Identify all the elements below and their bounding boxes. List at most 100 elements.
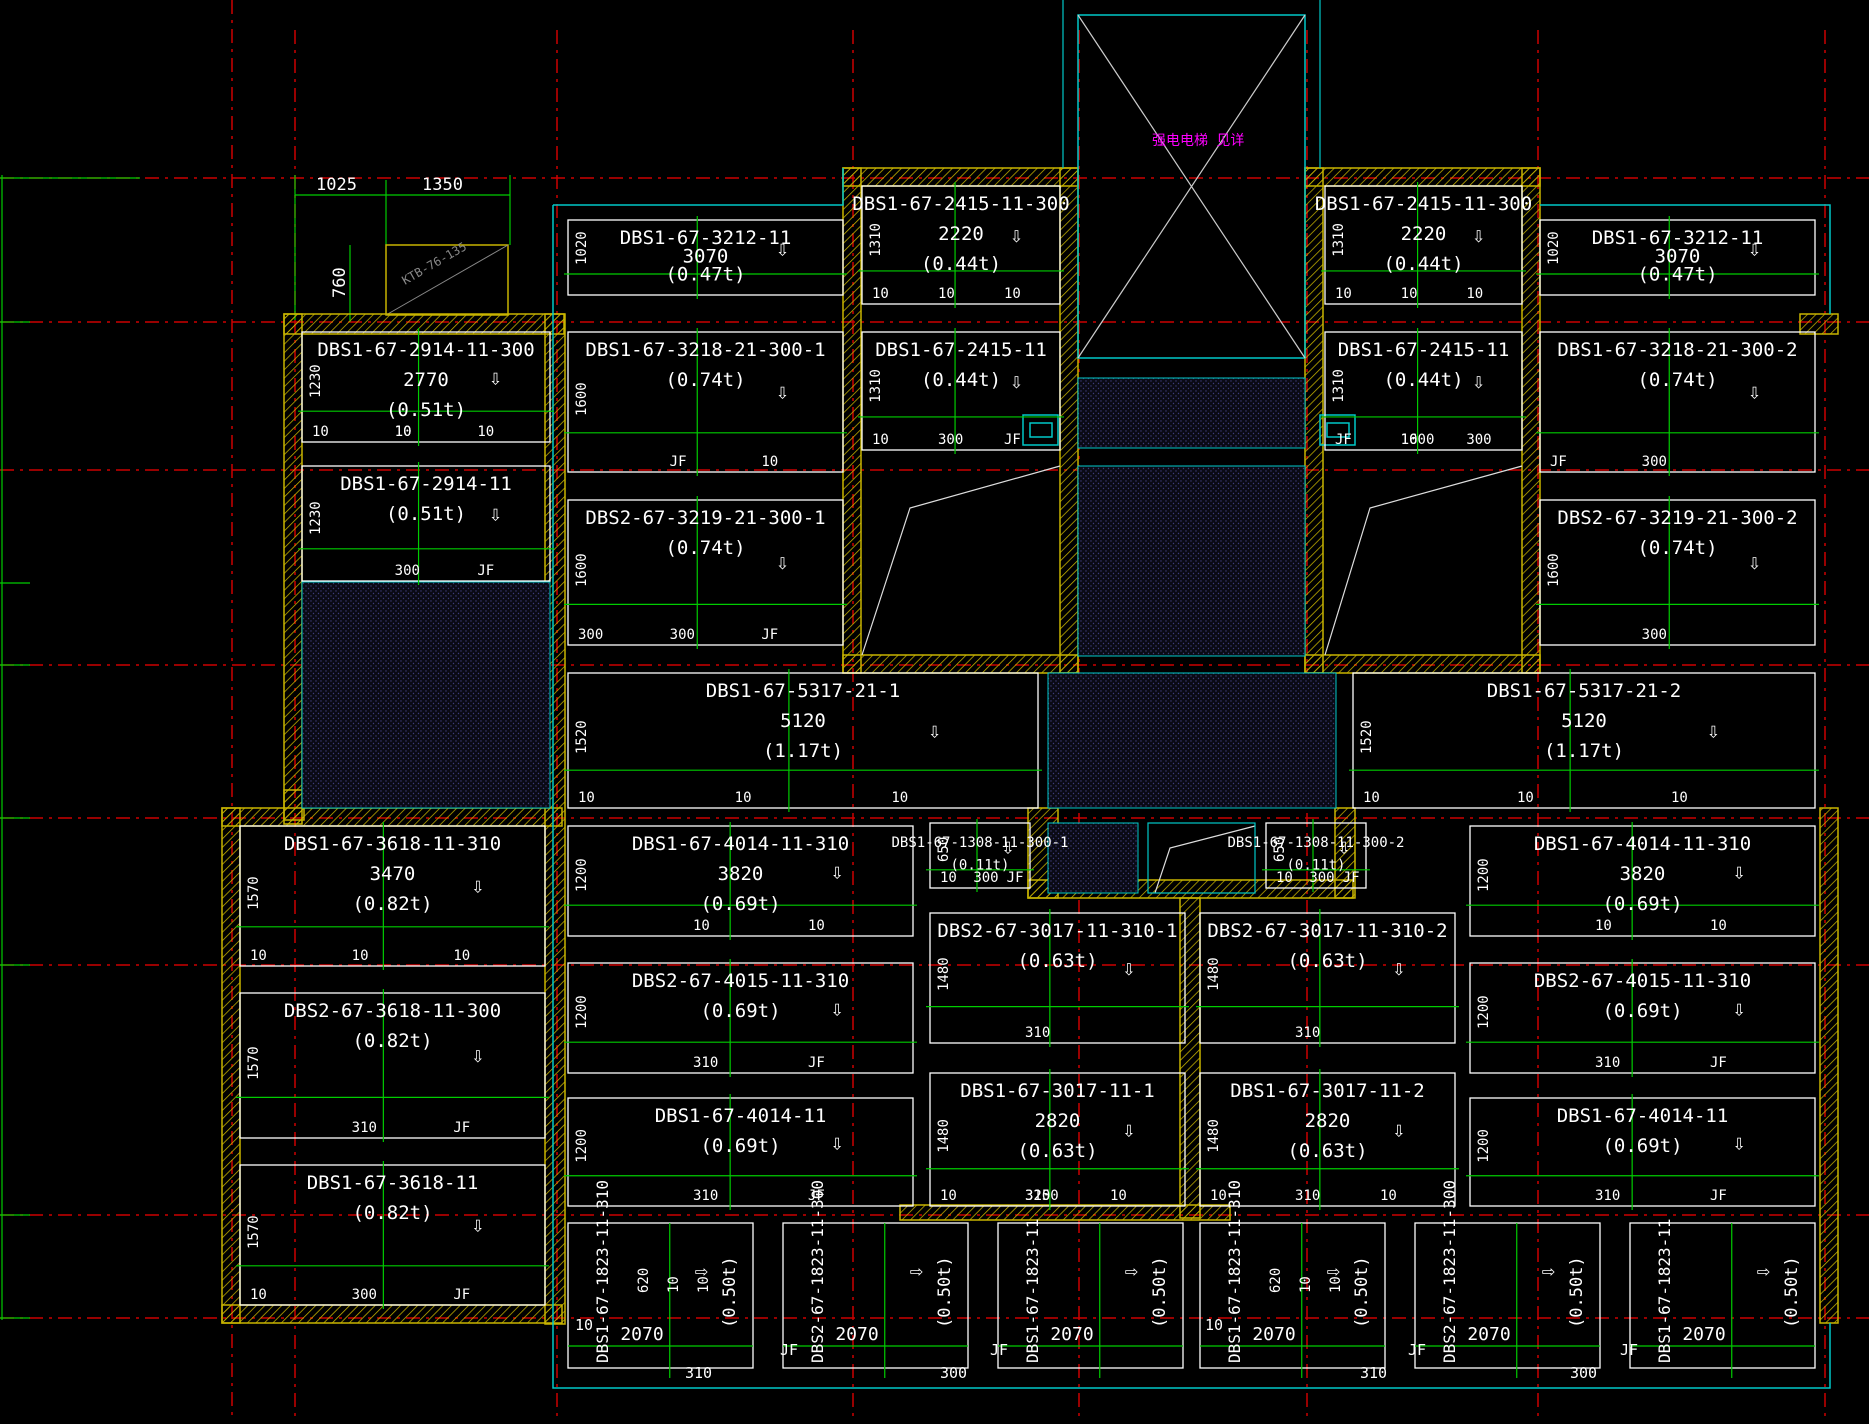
panel-code: DBS1-67-3212-11 <box>620 227 792 249</box>
load-direction-arrow-icon: ⇩ <box>776 237 789 262</box>
panel-dim-mark: 1310 <box>868 223 884 257</box>
panel-dim-mark: 1600 <box>574 382 590 416</box>
panel-dim-mark: JF <box>808 1188 825 1204</box>
panel-code: DBS1-67-1308-11-300-2 <box>1227 835 1404 851</box>
panel-weight: (0.63t) <box>1287 950 1367 972</box>
panel-dim-mark: 310 <box>1595 1055 1620 1071</box>
panel-dim-mark: 300 <box>1466 432 1491 448</box>
panel-weight: (0.51t) <box>386 399 466 421</box>
panel-dim-mark: JF <box>453 1287 470 1303</box>
panel-dim-mark: 1310 <box>868 369 884 403</box>
bottom-dim-mark: 310 <box>685 1364 712 1382</box>
panel-outline <box>1629 1222 1816 1369</box>
panel-dim-mark: 1200 <box>574 858 590 892</box>
panel-outline <box>1199 1222 1386 1369</box>
panel-code: DBS2-67-3618-11-300 <box>284 1000 501 1022</box>
panel-outline <box>782 1222 969 1369</box>
dim-1025: 1025 <box>316 175 357 195</box>
panel-outline <box>929 912 1186 1044</box>
panel-outline <box>239 992 546 1139</box>
shaft-note: 强电电梯 见详 <box>1152 133 1244 149</box>
panel-dim-mark: 10 <box>872 432 889 448</box>
panel-dimension: 3070 <box>1655 245 1701 267</box>
panel-dim-mark: 10 <box>1466 286 1483 302</box>
load-direction-arrow-icon: ⇨ <box>910 1259 924 1284</box>
panel-dim-mark: JF <box>477 563 494 579</box>
panel-dim-mark: 300 <box>1309 870 1334 886</box>
load-direction-arrow-icon: ⇩ <box>928 719 941 744</box>
panel-outline <box>301 465 551 582</box>
panel-dim-mark: 10 <box>395 424 412 440</box>
panel-code: DBS1-67-2914-11 <box>340 473 512 495</box>
panel-dim-mark: 10 <box>352 948 369 964</box>
panel-outline <box>1469 825 1816 937</box>
panel-dim-mark: 1020 <box>574 231 590 265</box>
panel-code: DBS1-67-3618-11-310 <box>284 833 501 855</box>
panel-dim-mark: 1200 <box>574 995 590 1029</box>
panel-dim-mark: 1020 <box>1546 231 1562 265</box>
load-direction-arrow-icon: ⇩ <box>471 1044 484 1069</box>
panel-dim-mark: JF <box>1007 870 1024 886</box>
panel-weight: (0.69t) <box>700 1135 780 1157</box>
panel-code: DBS2-67-3219-21-300-2 <box>1557 507 1797 529</box>
panel-outline <box>567 962 914 1074</box>
panel-weight: (0.47t) <box>665 264 745 286</box>
load-direction-arrow-icon: ⇩ <box>1392 1118 1405 1143</box>
panel-dimension: 2220 <box>1401 223 1447 245</box>
panel-dim-mark: 310 <box>352 1120 377 1136</box>
load-direction-arrow-icon: ⇩ <box>1122 956 1135 981</box>
panel-dim-mark: 300 <box>352 1287 377 1303</box>
panel-dim-mark: 1310 <box>1331 369 1347 403</box>
stairs <box>861 465 1523 894</box>
panel-dim-mark: 10 <box>1401 432 1418 448</box>
panel-dim-mark: 620 <box>1268 1268 1284 1293</box>
panel-outline <box>1539 219 1816 296</box>
panel-dim-mark: 10 <box>1710 918 1727 934</box>
panel-dimension: 2070 <box>1252 1324 1295 1345</box>
panel-outline <box>929 822 1031 889</box>
panel-code: DBS1-67-4014-11-310 <box>1534 833 1751 855</box>
load-direction-arrow-icon: ⇩ <box>489 366 502 391</box>
panel-code: DBS2-67-3017-11-310-1 <box>937 920 1177 942</box>
panel-weight: (0.82t) <box>352 1202 432 1224</box>
panel-dim-mark: 1230 <box>308 364 324 398</box>
panel-dim-mark: 10 <box>940 1188 957 1204</box>
load-direction-arrow-icon: ⇩ <box>1337 835 1350 860</box>
